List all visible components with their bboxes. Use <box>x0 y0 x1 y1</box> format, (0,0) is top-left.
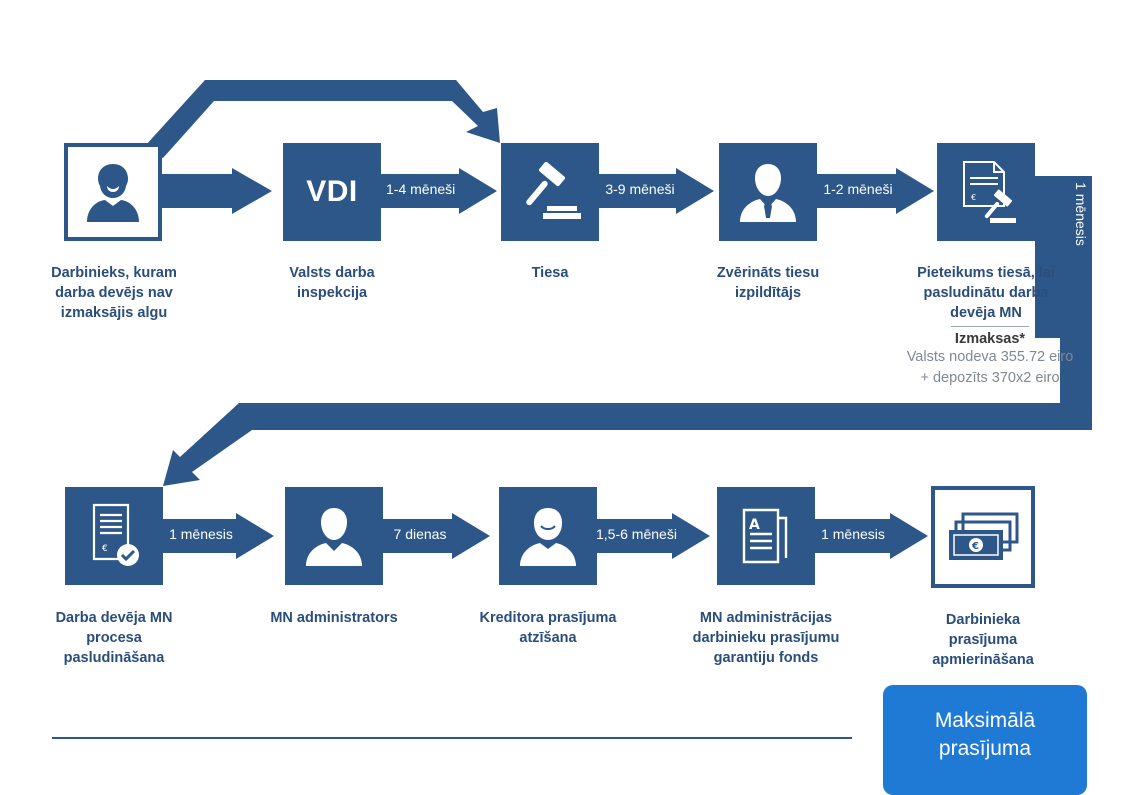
node-declaration: € <box>65 487 163 585</box>
label-vdi: Valsts darba inspekcija <box>289 265 375 301</box>
node-payout: € <box>931 486 1035 588</box>
label-application: Pieteikums tiesā, lai pasludinātu darba … <box>917 265 1055 321</box>
svg-text:€: € <box>971 193 976 202</box>
label-payout: Darbinieka prasījuma apmierināšana <box>932 612 1034 668</box>
duration-creditor-to-fund: 1,5-6 mēneši <box>596 526 677 542</box>
svg-text:€: € <box>971 541 979 552</box>
gavel-icon <box>526 162 581 219</box>
duration-declaration-to-admin: 1 mēnesis <box>169 526 233 542</box>
node-worker <box>64 143 162 241</box>
node-application: € <box>937 143 1035 241</box>
administrator-person-icon <box>306 508 362 566</box>
node-creditor <box>499 487 597 585</box>
label-worker: Darbinieks, kuram darba devējs nav izmak… <box>51 265 177 321</box>
duration-fund-to-payout: 1 mēnesis <box>821 526 885 542</box>
arrow-worker-to-vdi <box>162 168 272 214</box>
costs-state-fee: Valsts nodeva 355.72 eiro <box>906 349 1074 365</box>
arrow-creditor-to-fund <box>596 513 710 559</box>
duration-worker-to-court-vdi: 1-4 mēneši <box>386 181 456 197</box>
duration-bailiff-to-application: 1-2 mēneši <box>823 181 893 197</box>
arrow-vdi-to-court <box>379 168 497 214</box>
node-bailiff <box>719 143 817 241</box>
bailiff-person-icon <box>740 164 796 222</box>
costs-title: Izmaksas* <box>951 326 1029 347</box>
arrow-admin-to-creditor <box>382 513 490 559</box>
fund-document-icon: A <box>742 508 788 564</box>
label-court: Tiesa <box>531 265 569 281</box>
bypass-arrow-top <box>145 80 500 158</box>
node-guarantee-fund: A <box>717 487 815 585</box>
svg-text:A: A <box>749 517 760 533</box>
return-arrow <box>163 403 1092 486</box>
node-administrator <box>285 487 383 585</box>
duration-admin-to-creditor: 7 dienas <box>393 526 447 542</box>
label-creditor: Kreditora prasījuma atzīšana <box>479 610 617 646</box>
connector-right-column <box>1035 176 1092 430</box>
costs-block: Izmaksas* Valsts nodeva 355.72 eiro + de… <box>880 326 1100 389</box>
arrow-declaration-to-admin <box>162 513 274 559</box>
vdi-text: VDI <box>306 175 358 208</box>
flow-arrows <box>145 80 1092 559</box>
label-administrator: MN administrators <box>270 610 398 626</box>
max-claim-box: Maksimālā prasījuma <box>883 685 1087 795</box>
node-vdi: VDI <box>283 143 381 241</box>
document-check-icon: € <box>92 503 139 566</box>
creditor-person-icon <box>520 508 576 566</box>
max-claim-text: Maksimālā prasījuma <box>934 709 1036 760</box>
svg-text:€: € <box>102 544 108 554</box>
label-guarantee-fund: MN administrācijas darbinieku prasījumu … <box>692 610 840 666</box>
costs-deposit: + depozīts 370x2 eiro <box>920 370 1060 386</box>
node-court <box>501 143 599 241</box>
arrow-bailiff-to-application <box>816 168 934 214</box>
label-bailiff: Zvērināts tiesu izpildītājs <box>716 265 820 301</box>
bottom-divider <box>52 737 852 739</box>
document-gavel-icon: € <box>963 161 1016 223</box>
arrow-fund-to-payout <box>814 513 928 559</box>
money-stack-icon: € <box>949 512 1019 560</box>
worker-person-icon <box>87 164 139 222</box>
duration-connector: 1 mēnesis <box>1073 182 1089 246</box>
label-declaration: Darba devēja MN procesa pasludināšana <box>55 610 173 666</box>
duration-court-to-bailiff: 3-9 mēneši <box>605 181 675 197</box>
arrow-court-to-bailiff <box>598 168 714 214</box>
